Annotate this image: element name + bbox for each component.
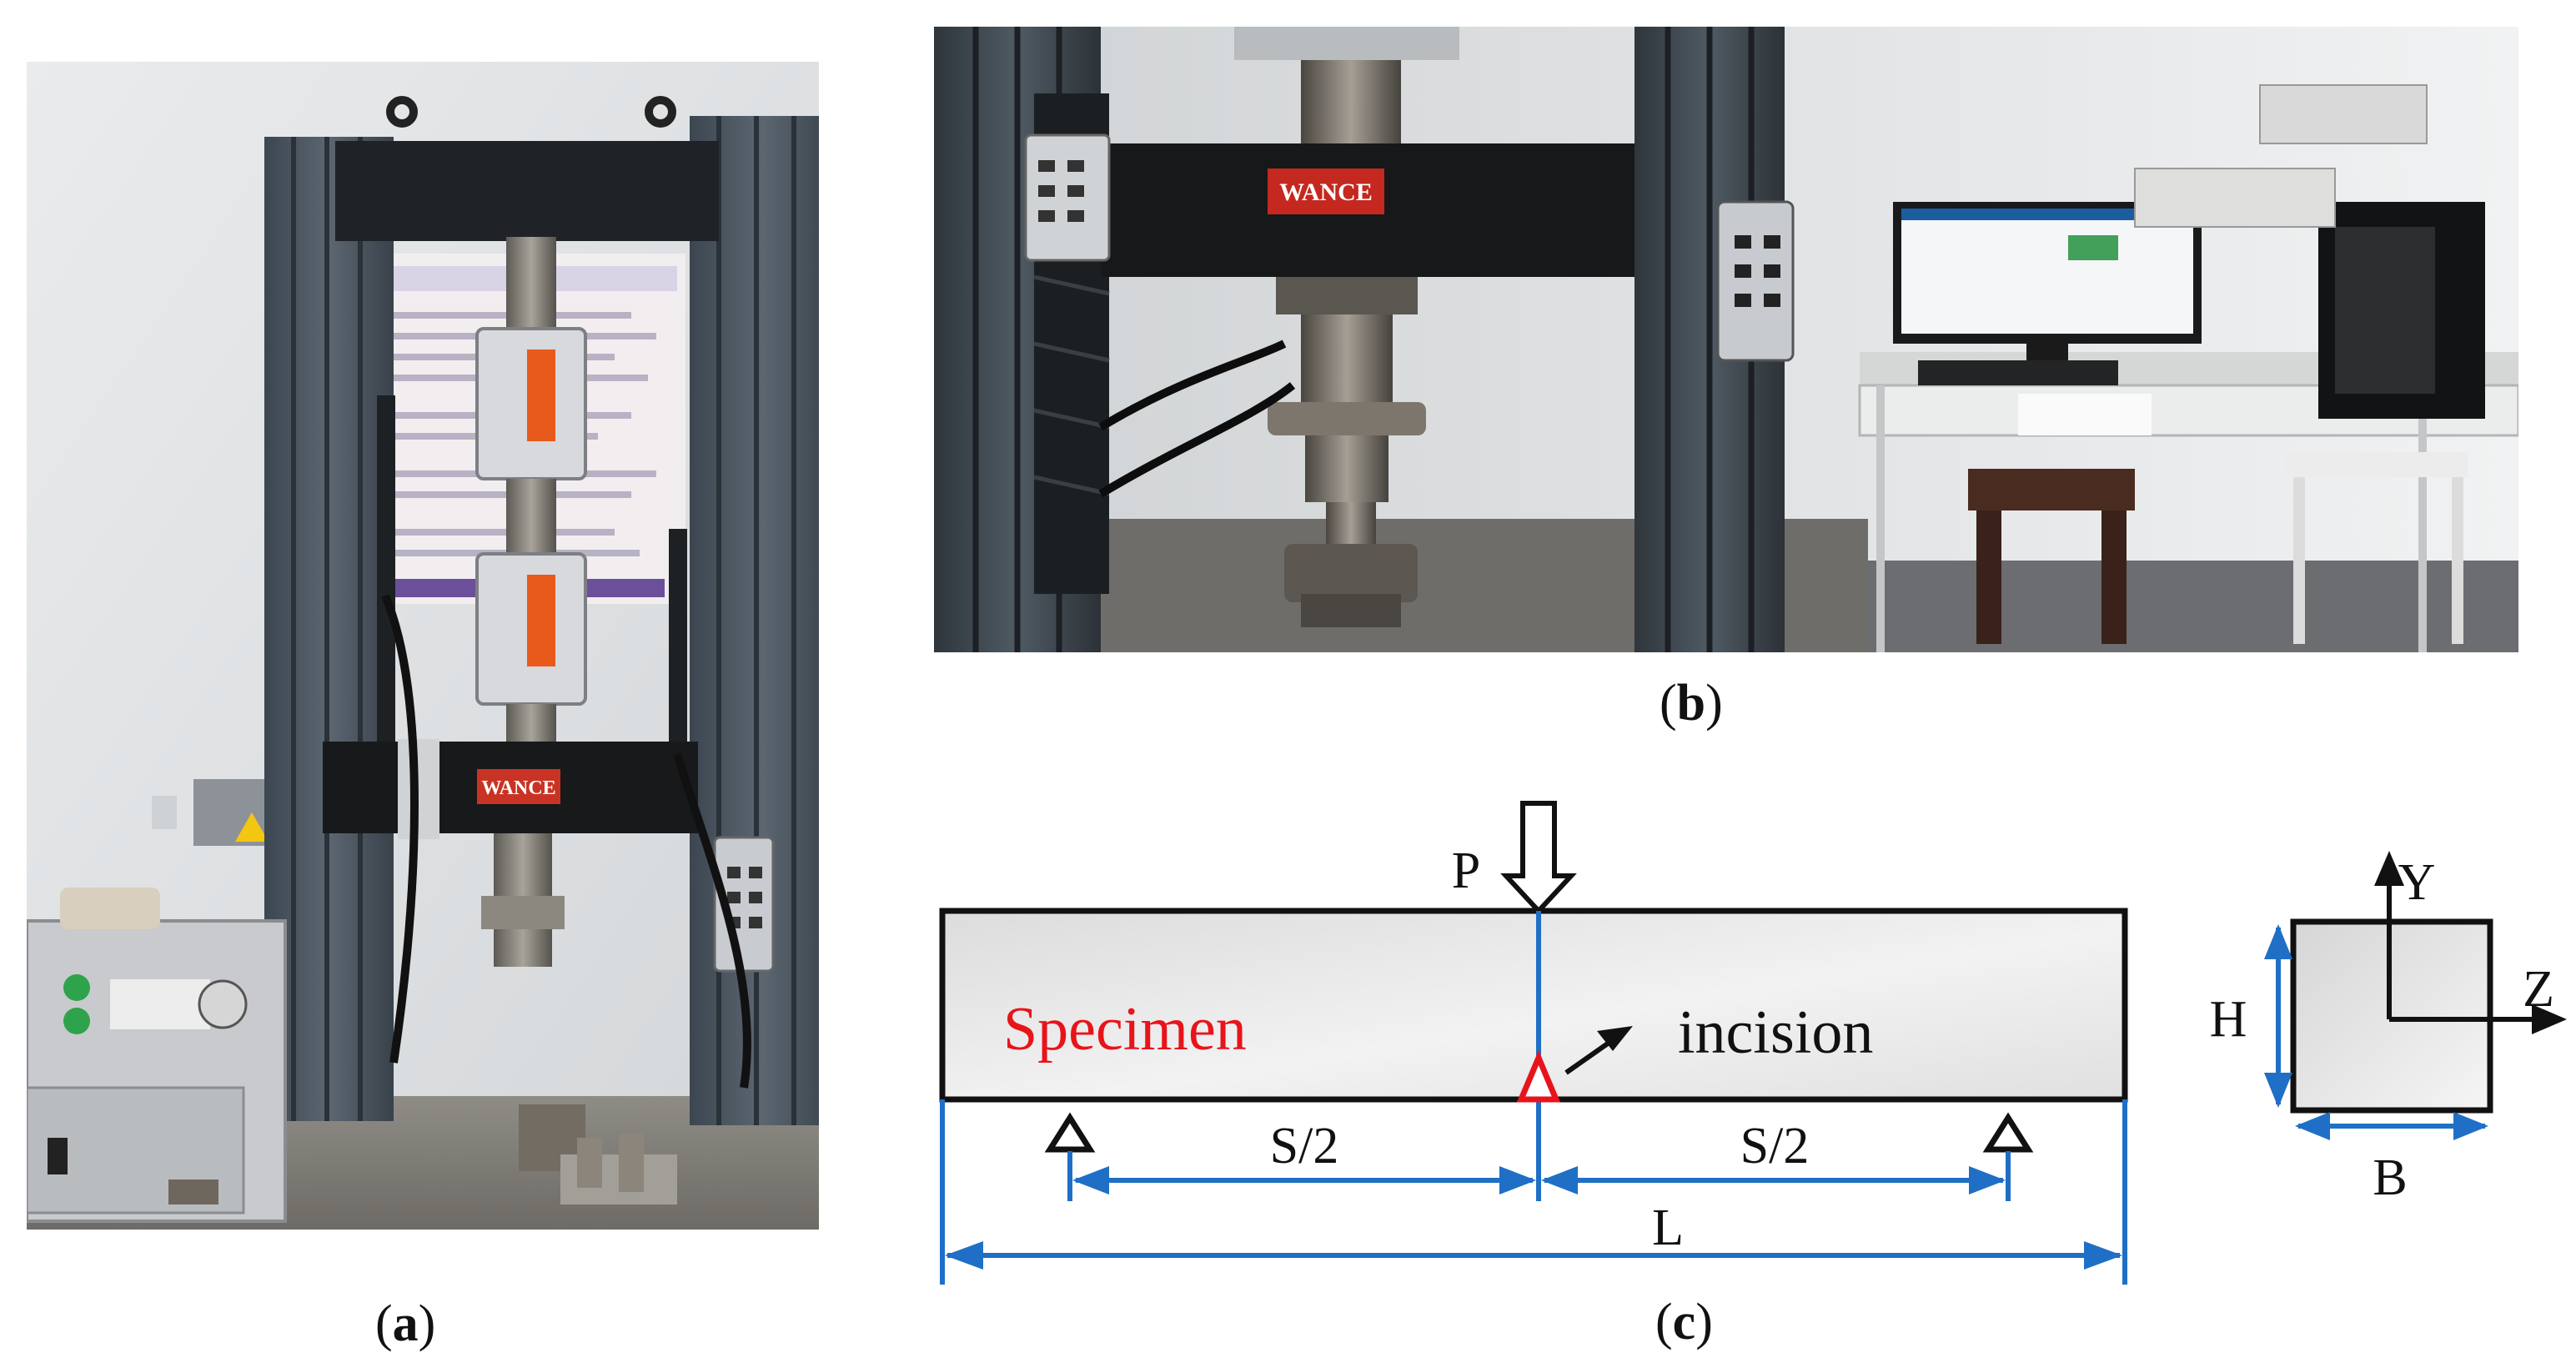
incision-pointer-head [1597,1026,1633,1051]
photo-b-illustration: WANCE [934,27,2518,652]
caption-a: (a) [375,1298,435,1350]
caption-b-letter: b [1676,675,1706,732]
height-label: H [2210,991,2247,1048]
caption-a-letter: a [392,1295,419,1352]
machine-logo-text: WANCE [481,777,555,799]
breadth-label: B [2373,1149,2407,1206]
breadth-arrow-l [2295,1112,2330,1140]
half-span-right-arrow-r [1969,1166,2006,1194]
half-span-left-arrow-r [1499,1166,1536,1194]
height-arrow-bottom [2264,1073,2292,1108]
monitor-screen [1901,209,2193,334]
length-arrow-l [945,1241,983,1270]
machine-logo-plate [477,769,560,804]
photo-test-setup: WANCE [934,27,2518,652]
half-span-left-arrow-l [1072,1166,1109,1194]
caption-c: (c) [1655,1296,1713,1348]
caption-c-open: ( [1655,1294,1673,1350]
half-span-right-label: S/2 [1740,1118,1810,1174]
setup-logo-plate [1268,168,1384,214]
caption-c-letter: c [1672,1294,1696,1350]
incision-pointer [1564,1037,1615,1075]
photo-testing-machine: WANCE [27,62,819,1230]
axis-y-arrow [2374,851,2404,886]
axis-z-label: Z [2523,961,2554,1018]
support-right [1982,1112,2034,1153]
height-arrow-top [2264,924,2292,959]
caption-b-open: ( [1660,675,1677,732]
axis-z-arrow [2532,1004,2567,1034]
specimen-label: Specimen [1003,995,1247,1064]
axis-y-label: Y [2398,854,2436,911]
breadth-arrow-r [2453,1112,2488,1140]
incision-label: incision [1678,998,1873,1067]
length-arrow-r [2084,1241,2122,1270]
photo-a-illustration: WANCE [27,62,819,1230]
caption-b: (b) [1660,677,1723,729]
caption-a-close: ) [418,1295,436,1352]
support-left [1044,1112,1096,1153]
incision-notch [1516,1049,1561,1103]
half-span-right-arrow-l [1541,1166,1578,1194]
setup-logo-text: WANCE [1279,179,1373,206]
caption-b-close: ) [1705,675,1723,732]
load-arrow [1500,801,1577,915]
load-label: P [1452,842,1480,899]
caption-a-open: ( [375,1295,393,1352]
length-label: L [1652,1200,1684,1256]
half-span-left-label: S/2 [1270,1118,1339,1174]
caption-c-close: ) [1695,1294,1713,1350]
